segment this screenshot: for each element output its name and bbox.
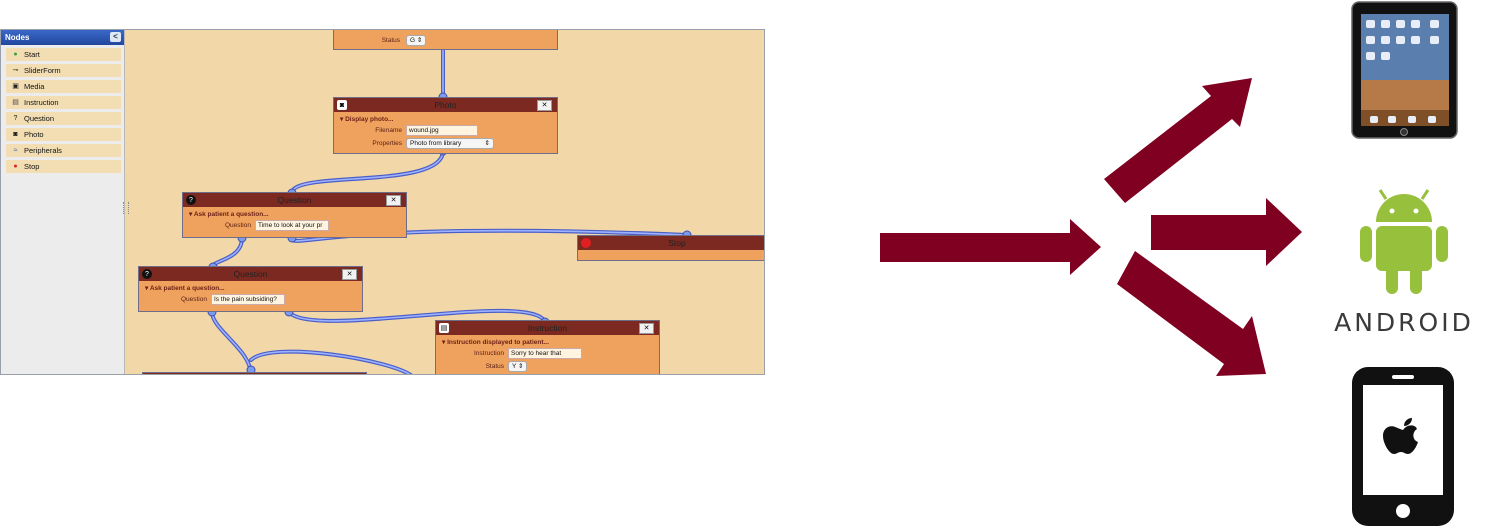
instruction-description: Instruction displayed to patient... bbox=[447, 339, 549, 346]
properties-select[interactable]: Photo from library ⇕ bbox=[406, 138, 494, 149]
question-description: Ask patient a question... bbox=[193, 211, 269, 218]
sidebar-item-media[interactable]: ▣ Media bbox=[6, 80, 121, 93]
sidebar-item-question[interactable]: ? Question bbox=[6, 112, 121, 125]
resize-handle[interactable] bbox=[123, 202, 129, 214]
node-title: Stop bbox=[668, 238, 686, 248]
main-arrow bbox=[880, 219, 1101, 275]
apple-phone-icon bbox=[1352, 367, 1454, 526]
question-field[interactable]: Time to look at your pr bbox=[255, 220, 329, 231]
sidebar-item-label: Question bbox=[24, 114, 55, 123]
status-node-partial[interactable]: Status G ⇕ bbox=[333, 30, 558, 50]
start-icon: ● bbox=[13, 51, 18, 58]
slider-icon: ⊸ bbox=[12, 67, 19, 74]
tablet-icon bbox=[1351, 1, 1458, 139]
camera-icon: ◙ bbox=[337, 100, 347, 110]
collapse-button[interactable]: < bbox=[110, 32, 121, 42]
status-label: Status bbox=[485, 363, 504, 370]
question-icon: ? bbox=[186, 195, 196, 205]
arrow-to-android bbox=[1151, 198, 1302, 266]
node-title: Photo bbox=[434, 100, 457, 110]
node-description: ▾ Display photo... bbox=[340, 116, 394, 123]
sidebar-item-label: Media bbox=[24, 82, 45, 91]
question-label: Question bbox=[224, 222, 251, 229]
photo-node[interactable]: ◙ Photo ✕ ▾ Display photo... Filename wo… bbox=[333, 97, 558, 154]
sidebar-item-instruction[interactable]: ▤ Instruction bbox=[6, 96, 121, 109]
status-select[interactable]: Y ⇕ bbox=[508, 361, 528, 372]
sidebar-item-photo[interactable]: ◙ Photo bbox=[6, 128, 121, 141]
question-node-header[interactable]: ? Question ✕ bbox=[183, 193, 406, 207]
sidebar-item-label: Photo bbox=[24, 130, 44, 139]
photo-node-header[interactable]: ◙ Photo ✕ bbox=[334, 98, 557, 112]
question-node[interactable]: ? Question ✕ ▾ Ask patient a question...… bbox=[138, 266, 363, 312]
sidebar-item-label: SliderForm bbox=[24, 66, 61, 75]
sidebar-item-label: Start bbox=[24, 50, 40, 59]
properties-label: Properties bbox=[372, 140, 402, 147]
question-description: Ask patient a question... bbox=[149, 285, 225, 292]
sidebar-item-peripherals[interactable]: ≈ Peripherals bbox=[6, 144, 121, 157]
question-icon: ? bbox=[13, 115, 18, 122]
status-value: G bbox=[410, 37, 416, 44]
stop-icon: ● bbox=[13, 163, 18, 170]
node-title: Question bbox=[233, 269, 268, 279]
status-label: Status bbox=[381, 37, 400, 44]
photo-description: Display photo... bbox=[345, 116, 394, 123]
properties-value: Photo from library bbox=[410, 140, 462, 147]
node-description: ▾ Ask patient a question... bbox=[145, 285, 225, 292]
question-node[interactable]: ? Question ✕ ▾ Ask patient a question...… bbox=[182, 192, 407, 238]
instruction-icon: ▤ bbox=[12, 99, 19, 106]
camera-icon: ◙ bbox=[13, 131, 18, 138]
question-field[interactable]: Is the pain subsiding? bbox=[211, 294, 285, 305]
question-node-header[interactable]: ? Question ✕ bbox=[139, 267, 362, 281]
instruction-node-header[interactable]: ▤ Instruction ✕ bbox=[436, 321, 659, 335]
android-robot-icon bbox=[1360, 189, 1448, 294]
question-label: Question bbox=[180, 296, 207, 303]
sidebar-header: Nodes < bbox=[1, 30, 124, 45]
close-button[interactable]: ✕ bbox=[342, 269, 357, 280]
media-icon: ▣ bbox=[12, 83, 19, 90]
close-button[interactable]: ✕ bbox=[386, 195, 401, 206]
stop-icon bbox=[581, 238, 591, 248]
node-palette: ● Start ⊸ SliderForm ▣ Media ▤ Instruction? Ques… bbox=[1, 48, 124, 173]
stop-node[interactable]: Stop bbox=[577, 235, 764, 261]
arrow-to-tablet bbox=[1104, 78, 1252, 203]
node-title: Instruction bbox=[527, 323, 568, 333]
sidebar-item-label: Peripherals bbox=[24, 146, 62, 155]
status-value: Y bbox=[512, 363, 517, 370]
close-button[interactable]: ✕ bbox=[537, 100, 552, 111]
instruction-node[interactable]: ▤ Instruction ✕ ▾ Instruction displayed … bbox=[435, 320, 660, 374]
partial-node-header bbox=[143, 373, 366, 374]
instruction-label: Instruction bbox=[474, 350, 504, 357]
flow-canvas[interactable]: Status G ⇕ ◙ Photo ✕ ▾ Display photo... … bbox=[132, 30, 764, 374]
flow-editor-screenshot: Nodes < ● Start ⊸ SliderForm ▣ Media ▤ Instruct… bbox=[0, 29, 765, 375]
peripherals-icon: ≈ bbox=[13, 147, 18, 154]
partial-node[interactable] bbox=[142, 372, 367, 374]
node-description: ▾ Ask patient a question... bbox=[189, 211, 269, 218]
sidebar-item-label: Stop bbox=[24, 162, 40, 171]
status-select[interactable]: G ⇕ bbox=[406, 35, 427, 46]
sidebar-item-label: Instruction bbox=[24, 98, 59, 107]
stop-node-header[interactable]: Stop bbox=[578, 236, 764, 250]
arrow-to-phone bbox=[1117, 251, 1266, 376]
sidebar-item-sliderform[interactable]: ⊸ SliderForm bbox=[6, 64, 121, 77]
instruction-icon: ▤ bbox=[439, 323, 449, 333]
android-wordmark: ANDROID bbox=[1334, 308, 1474, 337]
node-description: ▾ Instruction displayed to patient... bbox=[442, 339, 549, 346]
sidebar-item-stop[interactable]: ● Stop bbox=[6, 160, 121, 173]
close-button[interactable]: ✕ bbox=[639, 323, 654, 334]
filename-field[interactable]: wound.jpg bbox=[406, 125, 478, 136]
question-icon: ? bbox=[142, 269, 152, 279]
nodes-sidebar: Nodes < ● Start ⊸ SliderForm ▣ Media ▤ Instruct… bbox=[1, 30, 129, 374]
sidebar-title: Nodes bbox=[5, 33, 30, 42]
filename-label: Filename bbox=[375, 127, 402, 134]
sidebar-item-start[interactable]: ● Start bbox=[6, 48, 121, 61]
instruction-field[interactable]: Sorry to hear that bbox=[508, 348, 582, 359]
node-title: Question bbox=[277, 195, 312, 205]
